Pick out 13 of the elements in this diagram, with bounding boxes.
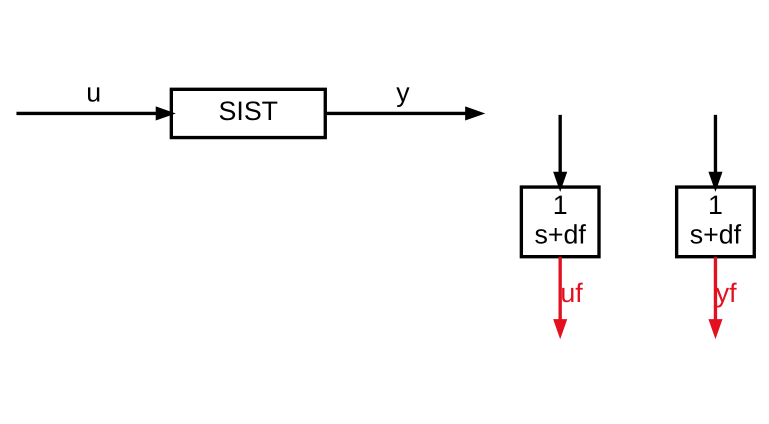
- node-box: SIST: [170, 87, 327, 139]
- arrow: [708, 114, 722, 192]
- edge-label: uf: [560, 278, 583, 308]
- node-box: 1 s+df: [674, 184, 756, 258]
- arrow: [326, 106, 486, 120]
- arrow: [708, 256, 722, 339]
- arrow: [553, 114, 568, 192]
- edge-label: u: [86, 76, 102, 107]
- arrow: [553, 256, 568, 339]
- arrow: [16, 106, 176, 120]
- edge-label: yf: [716, 278, 737, 308]
- edge-label: y: [396, 76, 410, 107]
- node-box: 1 s+df: [520, 184, 601, 258]
